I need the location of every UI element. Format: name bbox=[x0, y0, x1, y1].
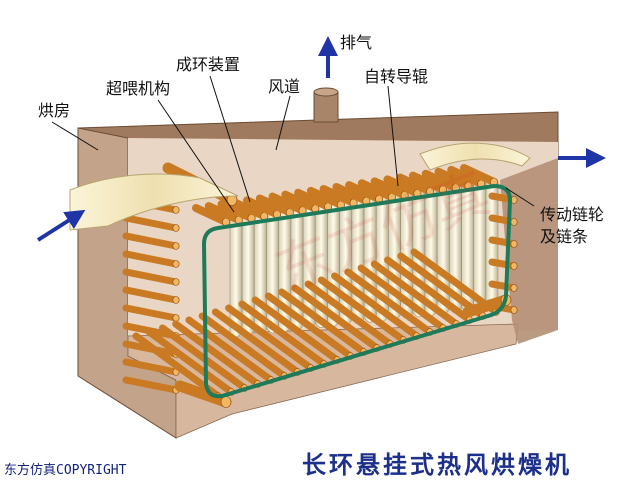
roller-end bbox=[172, 314, 180, 322]
roller bbox=[331, 272, 421, 340]
roller bbox=[319, 184, 358, 207]
exhaust-pipe bbox=[313, 87, 339, 123]
roller bbox=[251, 296, 341, 364]
roller bbox=[122, 268, 180, 286]
roller-end bbox=[510, 262, 518, 270]
oven-right-face bbox=[500, 158, 558, 344]
roller-end bbox=[510, 218, 518, 226]
roller bbox=[217, 200, 256, 223]
roller-end bbox=[510, 284, 518, 292]
copyright-text: 东方仿真COPYRIGHT bbox=[4, 463, 127, 478]
roller bbox=[230, 198, 269, 221]
oven-floor bbox=[127, 323, 519, 439]
roller bbox=[192, 204, 230, 226]
label-overfeed: 超喂机构 bbox=[106, 79, 171, 98]
roller bbox=[255, 194, 294, 217]
roller-end bbox=[172, 296, 180, 304]
roller-end bbox=[172, 206, 180, 214]
roller bbox=[357, 179, 396, 202]
roller bbox=[460, 164, 498, 186]
label-and-chain: 及链条 bbox=[540, 227, 589, 246]
roller bbox=[344, 268, 434, 336]
roller bbox=[317, 276, 407, 344]
inlet-arrow bbox=[36, 209, 86, 242]
roller bbox=[396, 173, 435, 196]
roller bbox=[488, 258, 518, 270]
roller bbox=[198, 312, 288, 380]
roller bbox=[145, 328, 235, 396]
label-exhaust: 排气 bbox=[340, 33, 373, 52]
roller bbox=[185, 316, 275, 384]
roller bbox=[345, 181, 384, 204]
roller bbox=[447, 165, 486, 188]
diagram-title: 长环悬挂式热风烘燥机 bbox=[302, 450, 572, 479]
roller bbox=[174, 380, 232, 408]
roller bbox=[158, 324, 248, 392]
roller bbox=[122, 358, 180, 376]
roller bbox=[264, 292, 354, 360]
label-looping-device: 成环装置 bbox=[176, 55, 241, 74]
roller bbox=[122, 214, 180, 232]
roller bbox=[225, 304, 315, 372]
roller bbox=[304, 280, 394, 348]
roller-end bbox=[172, 242, 180, 250]
entry-fabric bbox=[69, 173, 239, 231]
roller bbox=[434, 167, 473, 190]
roller-end bbox=[172, 224, 180, 232]
roller bbox=[122, 250, 180, 268]
roller bbox=[294, 188, 333, 211]
roller bbox=[384, 256, 474, 324]
roller-end bbox=[172, 260, 180, 268]
roller bbox=[306, 186, 345, 209]
roller bbox=[211, 308, 301, 376]
exit-fabric bbox=[419, 142, 531, 171]
roller bbox=[268, 192, 307, 215]
roller bbox=[122, 304, 180, 322]
roller-end bbox=[510, 306, 518, 314]
roller-end bbox=[172, 278, 180, 286]
roller bbox=[238, 300, 328, 368]
leader-lines bbox=[51, 75, 535, 213]
roller bbox=[204, 202, 243, 225]
roller bbox=[122, 376, 180, 394]
roller bbox=[172, 320, 262, 388]
roller bbox=[281, 190, 320, 213]
roller bbox=[243, 196, 282, 219]
roller bbox=[421, 169, 460, 192]
label-oven: 烘房 bbox=[38, 101, 71, 120]
roller bbox=[488, 236, 518, 248]
roller-end bbox=[510, 240, 518, 248]
roller bbox=[357, 264, 447, 332]
label-drive-sprocket: 传动链轮 bbox=[540, 205, 605, 224]
roller bbox=[291, 284, 381, 352]
label-air-duct: 风道 bbox=[268, 77, 301, 96]
drive-chain bbox=[201, 183, 513, 399]
roller bbox=[383, 175, 422, 198]
roller bbox=[278, 288, 368, 356]
roller-end bbox=[220, 396, 232, 408]
roller bbox=[332, 183, 371, 206]
roller bbox=[408, 171, 447, 194]
roller bbox=[122, 232, 180, 250]
roller bbox=[488, 280, 518, 292]
roller bbox=[370, 260, 460, 328]
roller bbox=[370, 177, 409, 200]
roller bbox=[122, 286, 180, 304]
fabric-loops bbox=[229, 181, 499, 338]
roller bbox=[462, 294, 512, 318]
label-self-rotating-rollers: 自转导辊 bbox=[364, 67, 429, 86]
